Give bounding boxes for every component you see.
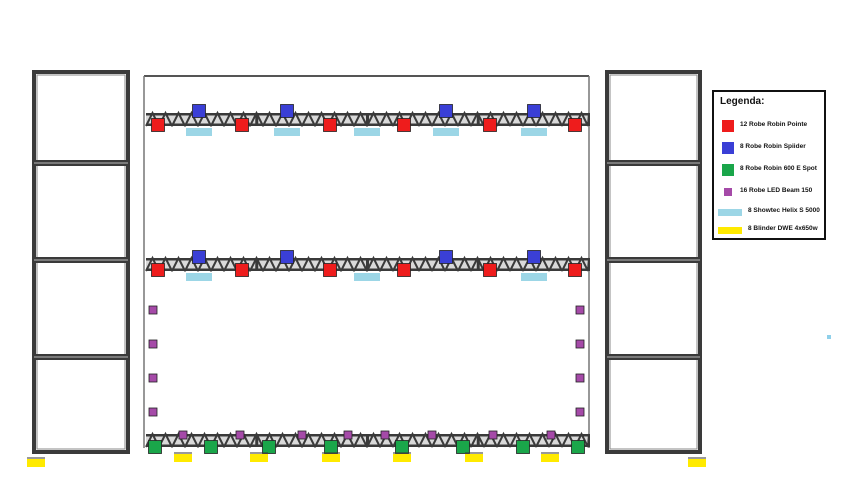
led-beam-fixture <box>148 373 158 383</box>
robe-pointe-fixture <box>397 118 411 132</box>
right-tower <box>605 70 702 454</box>
truss-joint <box>366 258 369 271</box>
helix-fixture <box>274 128 300 136</box>
robe-spiider-fixture <box>527 104 541 118</box>
led-beam-fixture <box>488 430 498 440</box>
blinder-fixture <box>322 454 340 462</box>
blinder-fixture <box>465 454 483 462</box>
legend-label: 16 Robe LED Beam 150 <box>740 187 813 194</box>
robe-pointe-fixture <box>151 118 165 132</box>
legend-item: 8 Robe Robin Spiider <box>714 142 826 156</box>
legend-label: 8 Robe Robin Spiider <box>740 143 806 150</box>
legend-box: Legenda: 12 Robe Robin Pointe 8 Robe Robi… <box>712 90 826 240</box>
helix-fixture <box>433 128 459 136</box>
led-beam-fixture <box>575 407 585 417</box>
led-beam-fixture <box>148 339 158 349</box>
robe-600-spot-fixture <box>571 440 585 454</box>
legend-swatch <box>722 142 734 154</box>
helix-fixture <box>521 128 547 136</box>
truss-joint <box>255 434 259 447</box>
led-beam-fixture <box>427 430 437 440</box>
robe-spiider-fixture <box>192 104 206 118</box>
robe-spiider-fixture <box>439 250 453 264</box>
robe-pointe-fixture <box>568 118 582 132</box>
blinder-fixture <box>541 454 559 462</box>
truss-joint <box>476 434 480 447</box>
blinder-fixture <box>27 459 45 467</box>
helix-fixture <box>186 128 212 136</box>
robe-pointe-fixture <box>568 263 582 277</box>
robe-pointe-fixture <box>397 263 411 277</box>
led-beam-fixture <box>148 305 158 315</box>
led-beam-fixture <box>575 339 585 349</box>
legend-swatch <box>724 188 732 196</box>
lower-truss <box>145 431 590 448</box>
led-beam-fixture <box>148 407 158 417</box>
robe-pointe-fixture <box>323 118 337 132</box>
led-beam-fixture <box>380 430 390 440</box>
helix-fixture <box>186 273 212 281</box>
legend-swatch <box>722 120 734 132</box>
robe-600-spot-fixture <box>456 440 470 454</box>
legend-item: 8 Showtec Helix S 5000 <box>714 206 826 220</box>
helix-fixture <box>354 273 380 281</box>
blinder-fixture <box>393 454 411 462</box>
legend-item: 8 Blinder DWE 4x650w <box>714 224 826 238</box>
truss-joint <box>366 113 369 126</box>
blinder-fixture <box>174 454 192 462</box>
robe-600-spot-fixture <box>516 440 530 454</box>
led-beam-fixture <box>297 430 307 440</box>
legend-swatch <box>718 227 742 234</box>
legend-label: 8 Showtec Helix S 5000 <box>748 207 820 214</box>
legend-item: 16 Robe LED Beam 150 <box>714 186 826 200</box>
legend-item: 12 Robe Robin Pointe <box>714 120 826 134</box>
robe-600-spot-fixture <box>324 440 338 454</box>
side-towers <box>32 70 702 454</box>
led-beam-fixture <box>178 430 188 440</box>
led-beam-fixture <box>343 430 353 440</box>
led-beam-fixture <box>546 430 556 440</box>
robe-pointe-fixture <box>235 118 249 132</box>
legend-label: 8 Robe Robin 600 E Spot <box>740 165 817 172</box>
truss-joint <box>476 113 480 126</box>
robe-spiider-fixture <box>527 250 541 264</box>
legend-label: 12 Robe Robin Pointe <box>740 121 808 128</box>
stray-dot <box>827 335 831 339</box>
robe-pointe-fixture <box>483 118 497 132</box>
led-beam-fixture <box>575 373 585 383</box>
robe-spiider-fixture <box>280 104 294 118</box>
robe-600-spot-fixture <box>204 440 218 454</box>
legend-label: 8 Blinder DWE 4x650w <box>748 225 818 232</box>
upper-truss <box>145 110 590 127</box>
robe-pointe-fixture <box>483 263 497 277</box>
robe-600-spot-fixture <box>395 440 409 454</box>
robe-pointe-fixture <box>323 263 337 277</box>
truss-joint <box>366 434 369 447</box>
lighting-fixtures <box>27 104 831 467</box>
truss-joint <box>476 258 480 271</box>
legend-swatch <box>718 209 742 216</box>
legend-title: Legenda: <box>720 96 765 107</box>
horizontal-trusses <box>145 110 590 448</box>
blinder-fixture <box>250 454 268 462</box>
left-tower <box>32 70 130 454</box>
blinder-fixture <box>688 459 706 467</box>
led-beam-fixture <box>235 430 245 440</box>
led-beam-fixture <box>575 305 585 315</box>
legend-item: 8 Robe Robin 600 E Spot <box>714 164 826 178</box>
middle-truss <box>145 255 590 272</box>
robe-600-spot-fixture <box>148 440 162 454</box>
robe-600-spot-fixture <box>262 440 276 454</box>
truss-joint <box>255 113 259 126</box>
robe-pointe-fixture <box>151 263 165 277</box>
truss-joint <box>255 258 259 271</box>
robe-spiider-fixture <box>439 104 453 118</box>
legend-swatch <box>722 164 734 176</box>
helix-fixture <box>354 128 380 136</box>
robe-spiider-fixture <box>192 250 206 264</box>
robe-spiider-fixture <box>280 250 294 264</box>
helix-fixture <box>521 273 547 281</box>
robe-pointe-fixture <box>235 263 249 277</box>
